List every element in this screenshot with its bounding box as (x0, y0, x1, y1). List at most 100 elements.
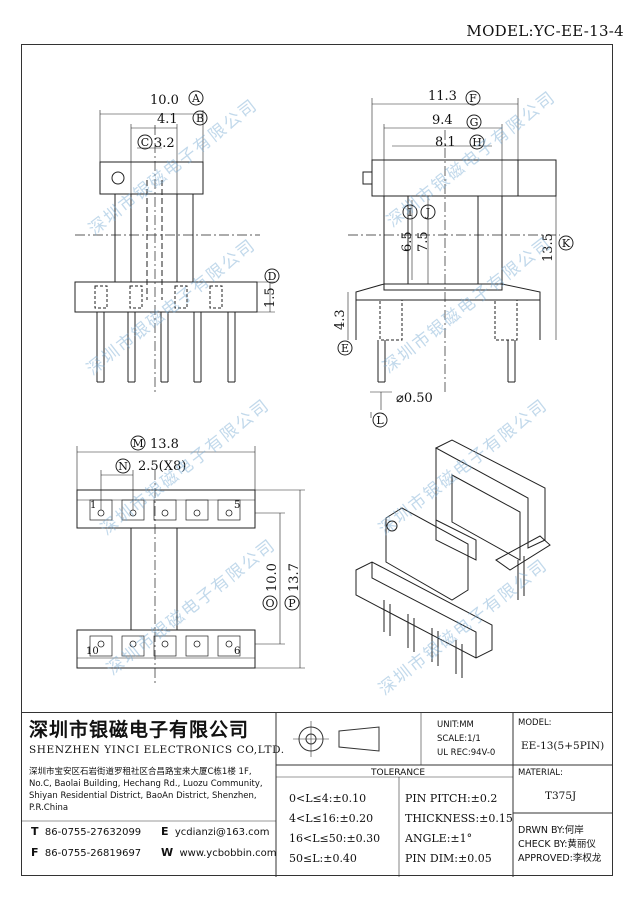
pin-1-label: 1 (90, 500, 96, 511)
letter-N: N (115, 458, 131, 474)
title-block-grid (21, 713, 613, 877)
dim-C: 3.2 (154, 136, 175, 151)
svg-text:K: K (562, 237, 571, 250)
bottom-view (76, 446, 305, 685)
letter-L: L (372, 412, 388, 428)
title-block: 深圳市银磁电子有限公司 SHENZHEN YINCI ELECTRONICS C… (21, 712, 613, 877)
letter-J: J (420, 204, 436, 220)
svg-text:J: J (425, 206, 430, 219)
letter-M: M (130, 435, 146, 451)
dim-M: 13.8 (150, 437, 179, 452)
company-name-cn: 深圳市银磁电子有限公司 (29, 719, 250, 741)
side-view (347, 98, 560, 410)
scale-label: SCALE:1/1 (437, 734, 481, 744)
approved-by: APPROVED:李权龙 (518, 853, 602, 864)
pin-6-label: 6 (234, 646, 240, 657)
dim-N: 2.5(X8) (138, 459, 186, 474)
svg-text:B: B (196, 112, 204, 125)
letter-G: G (466, 114, 482, 130)
svg-text:L: L (376, 414, 384, 427)
dim-H: 8.1 (435, 135, 456, 150)
email-label: E (161, 825, 169, 838)
letter-P: P (284, 595, 300, 611)
tolerance-title: TOLERANCE (371, 768, 426, 778)
pin-5-label: 5 (234, 500, 240, 511)
material-value: T375J (545, 790, 577, 802)
dim-K: 13.5 (541, 233, 556, 262)
pin-pitch-tolerance: PIN PITCH:±0.2 (405, 792, 498, 805)
tolerance-row-1: 0<L≤4:±0.10 (289, 792, 367, 805)
iso-view (355, 439, 551, 678)
dim-B: 4.1 (157, 112, 178, 127)
letter-B: B (192, 110, 208, 126)
dim-I: 6.5 (400, 231, 415, 252)
tolerance-row-4: 50≤L:±0.40 (289, 852, 357, 865)
ul-label: UL REC:94V-0 (437, 748, 496, 758)
letter-E: E (337, 340, 353, 356)
front-view (74, 110, 275, 395)
letter-C: C (137, 134, 153, 150)
web-row: W www.ycbobbin.com (161, 847, 277, 859)
material-label: MATERIAL: (518, 768, 563, 778)
bottom-view-slots (89, 499, 241, 657)
svg-text:C: C (141, 136, 149, 149)
dim-A: 10.0 (150, 93, 179, 108)
model-title: MODEL:YC-EE-13-4 (466, 22, 624, 40)
bottom-view-pins (97, 509, 233, 648)
tolerance-row-2: 4<L≤16:±0.20 (289, 812, 374, 825)
svg-text:D: D (268, 270, 277, 283)
drawn-by: DRWN BY:何岸 (518, 825, 584, 836)
circled-letters: A B C D E F G H I J K L M N O P (115, 90, 574, 611)
letter-D: D (264, 268, 280, 284)
unit-label: UNIT:MM (437, 720, 474, 730)
svg-text:O: O (265, 597, 274, 610)
tel-value: 86-0755-27632099 (44, 827, 142, 838)
svg-text:A: A (191, 92, 201, 105)
angle-tolerance: ANGLE:±1° (405, 832, 473, 845)
fax-value: 86-0755-26819697 (44, 848, 142, 859)
tolerance-row-3: 16<L≤50:±0.30 (289, 832, 381, 845)
svg-text:H: H (472, 136, 482, 149)
svg-text:G: G (470, 116, 479, 129)
dimension-labels: 10.0 4.1 3.2 1.5 4.3 11.3 9.4 8.1 6.5 7.… (138, 89, 556, 592)
dim-G: 9.4 (432, 113, 453, 128)
svg-text:I: I (408, 206, 412, 219)
dim-P: 13.7 (287, 563, 302, 592)
email-row: E ycdianzi@163.com (161, 826, 270, 838)
letter-I: I (402, 204, 418, 220)
model-value: EE-13(5+5PIN) (521, 740, 605, 752)
dim-F: 11.3 (428, 89, 457, 104)
letter-F: F (465, 90, 481, 106)
pin-dim-tolerance: PIN DIM:±0.05 (405, 852, 492, 865)
pin-numbers: 1 5 10 6 (86, 500, 240, 657)
checked-by: CHECK BY:黄丽仪 (518, 839, 596, 850)
thickness-tolerance: THICKNESS:±0.15 (405, 812, 513, 825)
fax-label: F (31, 846, 39, 859)
company-name-en: SHENZHEN YINCI ELECTRONICS CO,LTD. (29, 744, 285, 756)
dim-D: 1.5 (263, 287, 278, 308)
letter-O: O (262, 595, 278, 611)
letter-H: H (469, 134, 485, 150)
tel-label: T (31, 825, 39, 838)
dim-E: 4.3 (333, 309, 348, 330)
email-value[interactable]: ycdianzi@163.com (174, 827, 270, 838)
company-address: 深圳市宝安区石岩街道罗租社区合昌路宝来大厦C栋1楼 1F, No.C, Baol… (29, 767, 263, 813)
svg-text:E: E (341, 342, 349, 355)
dim-L: ⌀0.50 (396, 391, 433, 406)
drawing-frame (21, 44, 613, 876)
fax-row: F 86-0755-26819697 (31, 847, 141, 859)
svg-text:M: M (132, 437, 143, 450)
model-label: MODEL: (518, 718, 552, 728)
svg-text:N: N (118, 460, 128, 473)
letter-K: K (558, 235, 574, 251)
dim-O: 10.0 (265, 563, 280, 592)
web-value[interactable]: www.ycbobbin.com (179, 848, 277, 859)
svg-text:P: P (288, 597, 296, 610)
web-label: W (161, 846, 174, 859)
svg-text:F: F (469, 92, 477, 105)
pin-10-label: 10 (86, 646, 99, 657)
tel-row: T 86-0755-27632099 (31, 826, 141, 838)
dim-J: 7.5 (416, 231, 431, 252)
letter-A: A (188, 90, 204, 106)
